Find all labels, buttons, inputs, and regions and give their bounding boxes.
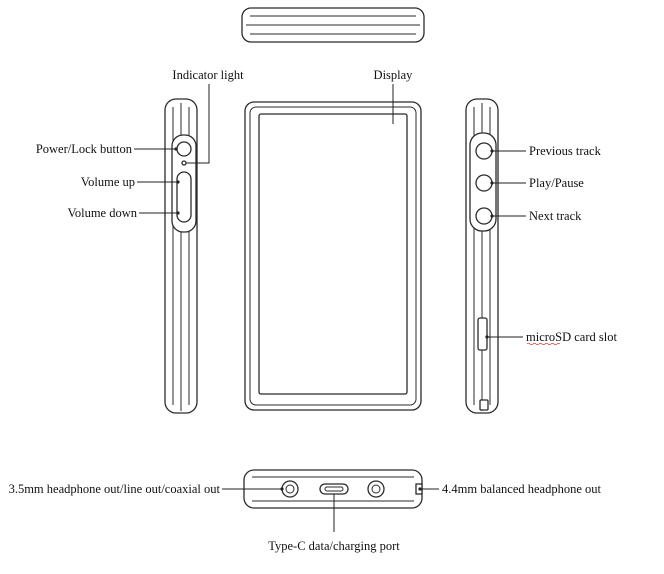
label-indicator-light: Indicator light [172,68,244,82]
headphone-jack-35-shape [281,480,299,498]
volume-rocker-shape [176,171,192,223]
leader-lines [134,84,526,532]
label-type-c-port: Type-C data/charging port [268,539,400,553]
display-screen [258,113,408,395]
label-headphone-out-35: 3.5mm headphone out/line out/coaxial out [9,482,221,496]
label-display: Display [374,68,414,82]
balanced-jack-44-shape [367,480,385,498]
device-right-side-view [465,98,499,414]
label-play-pause: Play/Pause [529,176,584,190]
power-lock-button-shape [176,141,192,157]
next-track-button-shape [475,207,493,225]
device-top-view [241,7,425,43]
device-front-view [244,101,422,411]
label-previous-track: Previous track [529,144,602,158]
type-c-port-shape [319,483,349,495]
label-balanced-out-44: 4.4mm balanced headphone out [442,482,602,496]
label-power-lock-button: Power/Lock button [36,142,133,156]
callout-labels: Indicator light Display Power/Lock butto… [9,68,618,553]
device-left-side-view [164,98,198,414]
microsd-slot-shape [477,317,488,351]
play-pause-button-shape [475,174,493,192]
indicator-light-shape [181,160,187,166]
previous-track-button-shape [475,142,493,160]
label-volume-up: Volume up [81,175,135,189]
device-bottom-view [243,469,423,509]
label-microsd-card-slot: microSD card slot [526,330,617,344]
label-next-track: Next track [529,209,582,223]
label-volume-down: Volume down [67,206,137,220]
